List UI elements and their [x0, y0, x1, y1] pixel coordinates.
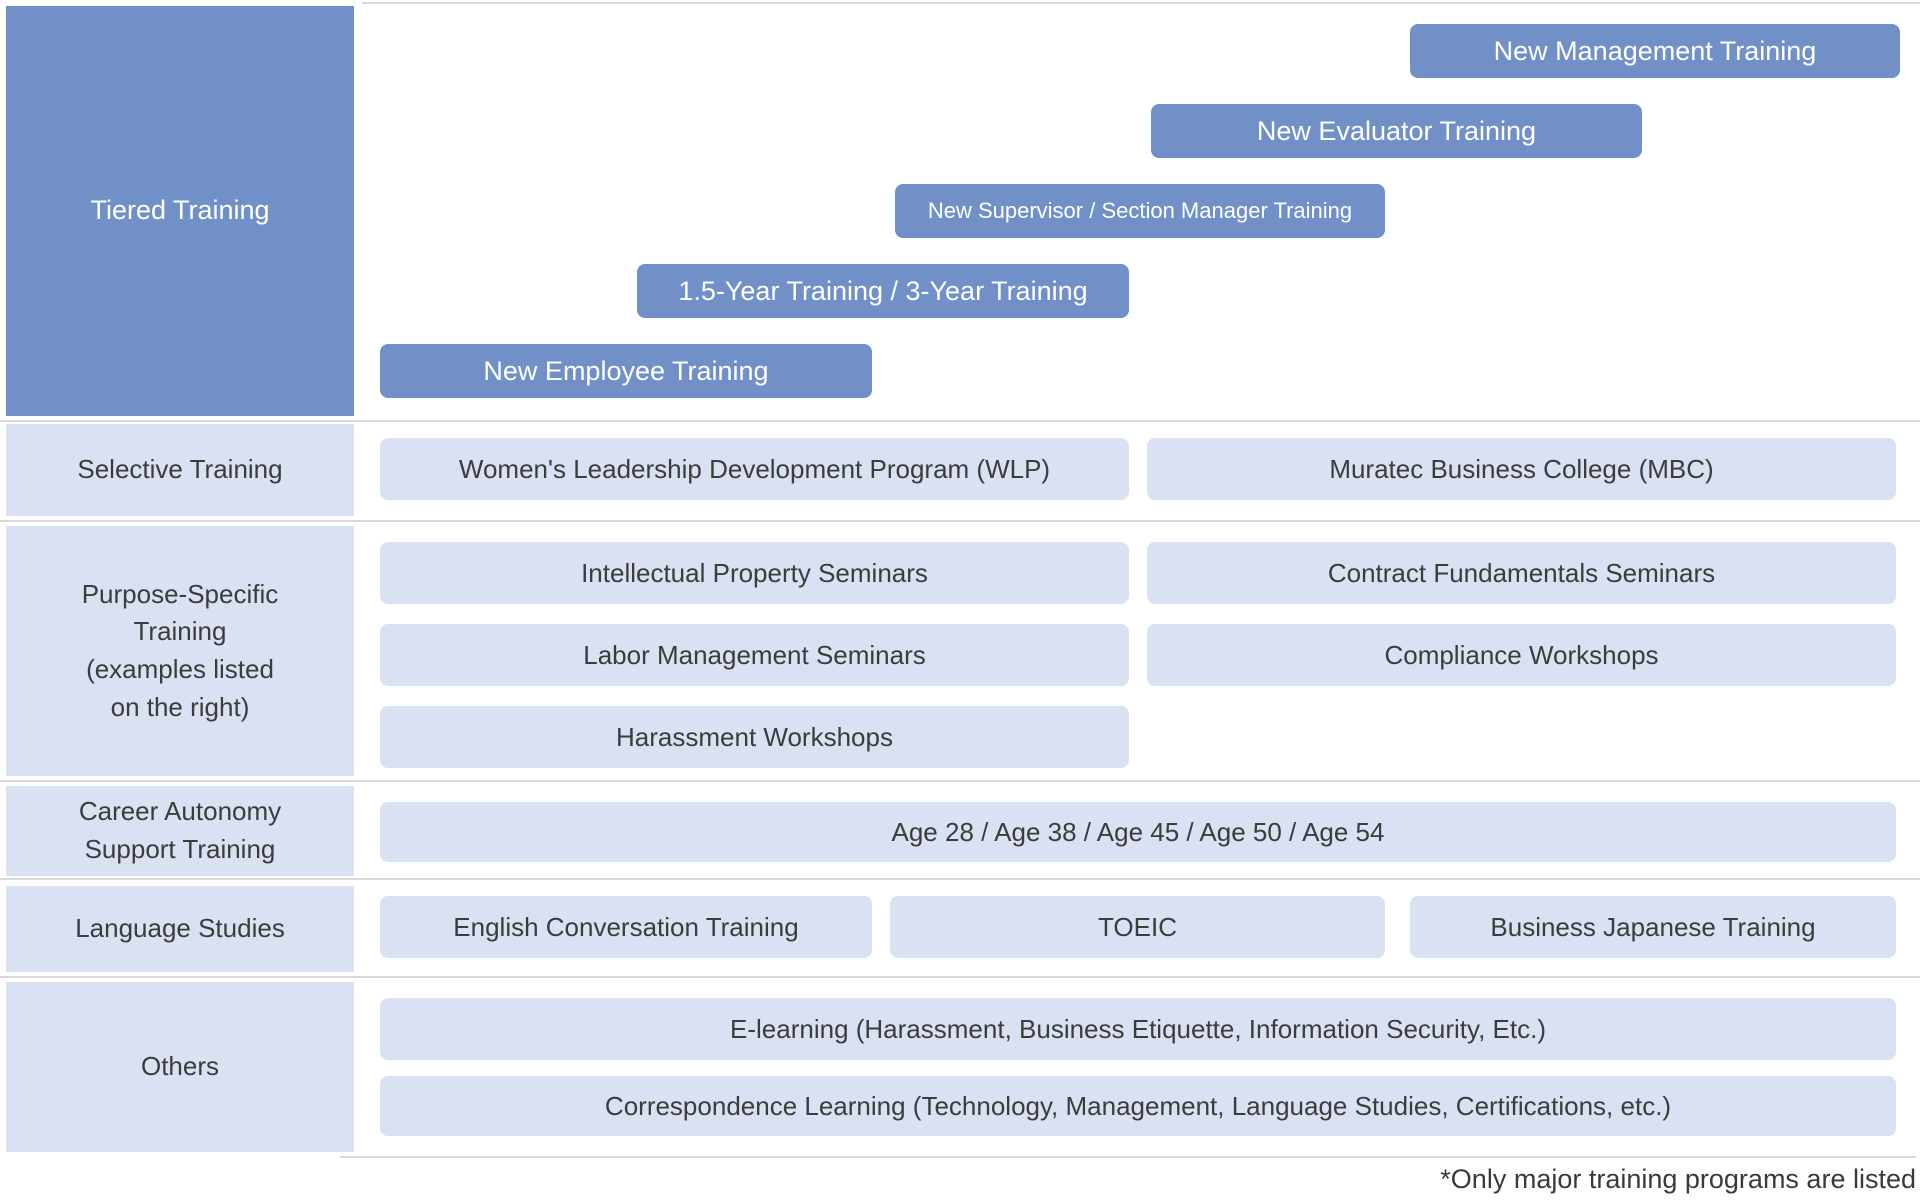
box-compliance-workshops: Compliance Workshops — [1147, 624, 1896, 686]
box-harassment-workshops: Harassment Workshops — [380, 706, 1129, 768]
box-correspondence-learning: Correspondence Learning (Technology, Man… — [380, 1076, 1896, 1136]
box-labor-management-seminars: Labor Management Seminars — [380, 624, 1129, 686]
box-toeic: TOEIC — [890, 896, 1385, 958]
box-1-5-year-3-year-training: 1.5-Year Training / 3-Year Training — [637, 264, 1129, 318]
box-womens-leadership-development-program: Women's Leadership Development Program (… — [380, 438, 1129, 500]
divider-bottom — [340, 1156, 1916, 1158]
box-business-japanese-training: Business Japanese Training — [1410, 896, 1896, 958]
divider-career-language — [0, 878, 1920, 880]
divider-selective-purpose — [0, 520, 1920, 522]
box-english-conversation-training: English Conversation Training — [380, 896, 872, 958]
category-cell-career-autonomy-support-training: Career Autonomy Support Training — [6, 786, 354, 876]
category-cell-others: Others — [6, 982, 354, 1152]
category-cell-language-studies: Language Studies — [6, 886, 354, 972]
box-new-employee-training: New Employee Training — [380, 344, 872, 398]
category-cell-selective-training: Selective Training — [6, 424, 354, 516]
divider-top — [362, 2, 1920, 4]
box-intellectual-property-seminars: Intellectual Property Seminars — [380, 542, 1129, 604]
footnote: *Only major training programs are listed — [1440, 1164, 1916, 1194]
divider-tiered-selective — [0, 420, 1920, 422]
category-cell-purpose-specific-training: Purpose-Specific Training (examples list… — [6, 526, 354, 776]
box-muratec-business-college: Muratec Business College (MBC) — [1147, 438, 1896, 500]
divider-purpose-career — [0, 780, 1920, 782]
box-new-evaluator-training: New Evaluator Training — [1151, 104, 1642, 158]
box-contract-fundamentals-seminars: Contract Fundamentals Seminars — [1147, 542, 1896, 604]
category-cell-tiered-training: Tiered Training — [6, 6, 354, 416]
divider-language-others — [0, 976, 1920, 978]
box-e-learning: E-learning (Harassment, Business Etiquet… — [380, 998, 1896, 1060]
box-age-milestone-training: Age 28 / Age 38 / Age 45 / Age 50 / Age … — [380, 802, 1896, 862]
box-new-management-training: New Management Training — [1410, 24, 1900, 78]
box-new-supervisor-section-manager-training: New Supervisor / Section Manager Trainin… — [895, 184, 1385, 238]
